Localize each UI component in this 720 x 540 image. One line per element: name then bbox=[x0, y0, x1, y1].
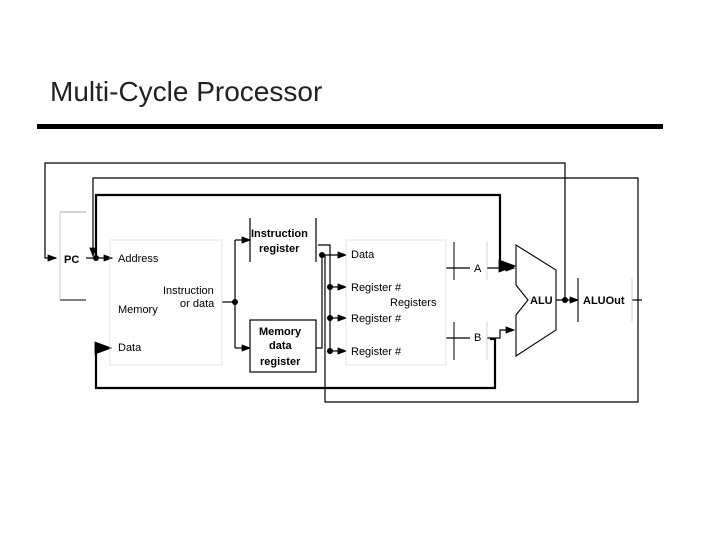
junction-reg3 bbox=[327, 348, 333, 354]
junctions bbox=[93, 252, 568, 354]
memory-address-label: Address bbox=[118, 253, 159, 265]
mdr-label-line3: register bbox=[260, 356, 301, 368]
aluout-label: ALUOut bbox=[583, 295, 625, 307]
pc-label: PC bbox=[64, 254, 79, 266]
registers-reg2-label: Register # bbox=[351, 313, 402, 325]
a-register: A bbox=[453, 242, 488, 280]
memory-or-data-label: or data bbox=[180, 298, 215, 310]
ir-label-line2: register bbox=[259, 243, 300, 255]
aluout-register: ALUOut bbox=[577, 278, 633, 322]
junction-reg1 bbox=[327, 284, 333, 290]
wire-alu-to-pc bbox=[44, 162, 566, 300]
registers-label: Registers bbox=[390, 297, 437, 309]
junction-reg2 bbox=[327, 315, 333, 321]
junction-mem-out bbox=[232, 299, 238, 305]
title-rule bbox=[37, 124, 663, 129]
pc-register: PC bbox=[59, 211, 86, 301]
slide-title: Multi-Cycle Processor bbox=[50, 76, 323, 107]
instruction-register: Instruction register bbox=[249, 218, 317, 262]
junction-pc bbox=[93, 255, 99, 261]
wire-bottom-loop bbox=[324, 255, 639, 403]
memory-instruction-label: Instruction bbox=[163, 285, 214, 297]
wire-aluout-to-pc bbox=[89, 177, 639, 300]
junction-mdr bbox=[319, 252, 325, 258]
mdr-label-line1: Memory bbox=[259, 326, 302, 338]
memory-data-label: Data bbox=[118, 342, 142, 354]
mdr-label-line2: data bbox=[269, 340, 293, 352]
alu-label: ALU bbox=[530, 295, 553, 307]
ir-label-line1: Instruction bbox=[251, 228, 308, 240]
memory-label: Memory bbox=[118, 304, 158, 316]
bus-pc-to-alu bbox=[94, 193, 517, 273]
memory-block: Address Memory Data Instruction or data bbox=[109, 239, 223, 366]
alu: ALU bbox=[515, 244, 557, 358]
register-file: Data Register # Registers Register # Reg… bbox=[345, 239, 447, 366]
registers-reg3-label: Register # bbox=[351, 346, 402, 358]
junction-alu-out bbox=[562, 297, 568, 303]
memory-data-register: Memory data register bbox=[249, 319, 317, 373]
wires bbox=[44, 162, 642, 403]
b-label: B bbox=[474, 332, 481, 344]
registers-reg1-label: Register # bbox=[351, 282, 402, 294]
registers-data-label: Data bbox=[351, 249, 375, 261]
bus-b-to-memory bbox=[94, 337, 497, 390]
b-register: B bbox=[453, 322, 488, 360]
wire-ir-out bbox=[318, 244, 331, 352]
wire-b-to-alu bbox=[487, 326, 516, 339]
a-label: A bbox=[474, 263, 482, 275]
wire-mdr-out bbox=[316, 251, 348, 349]
